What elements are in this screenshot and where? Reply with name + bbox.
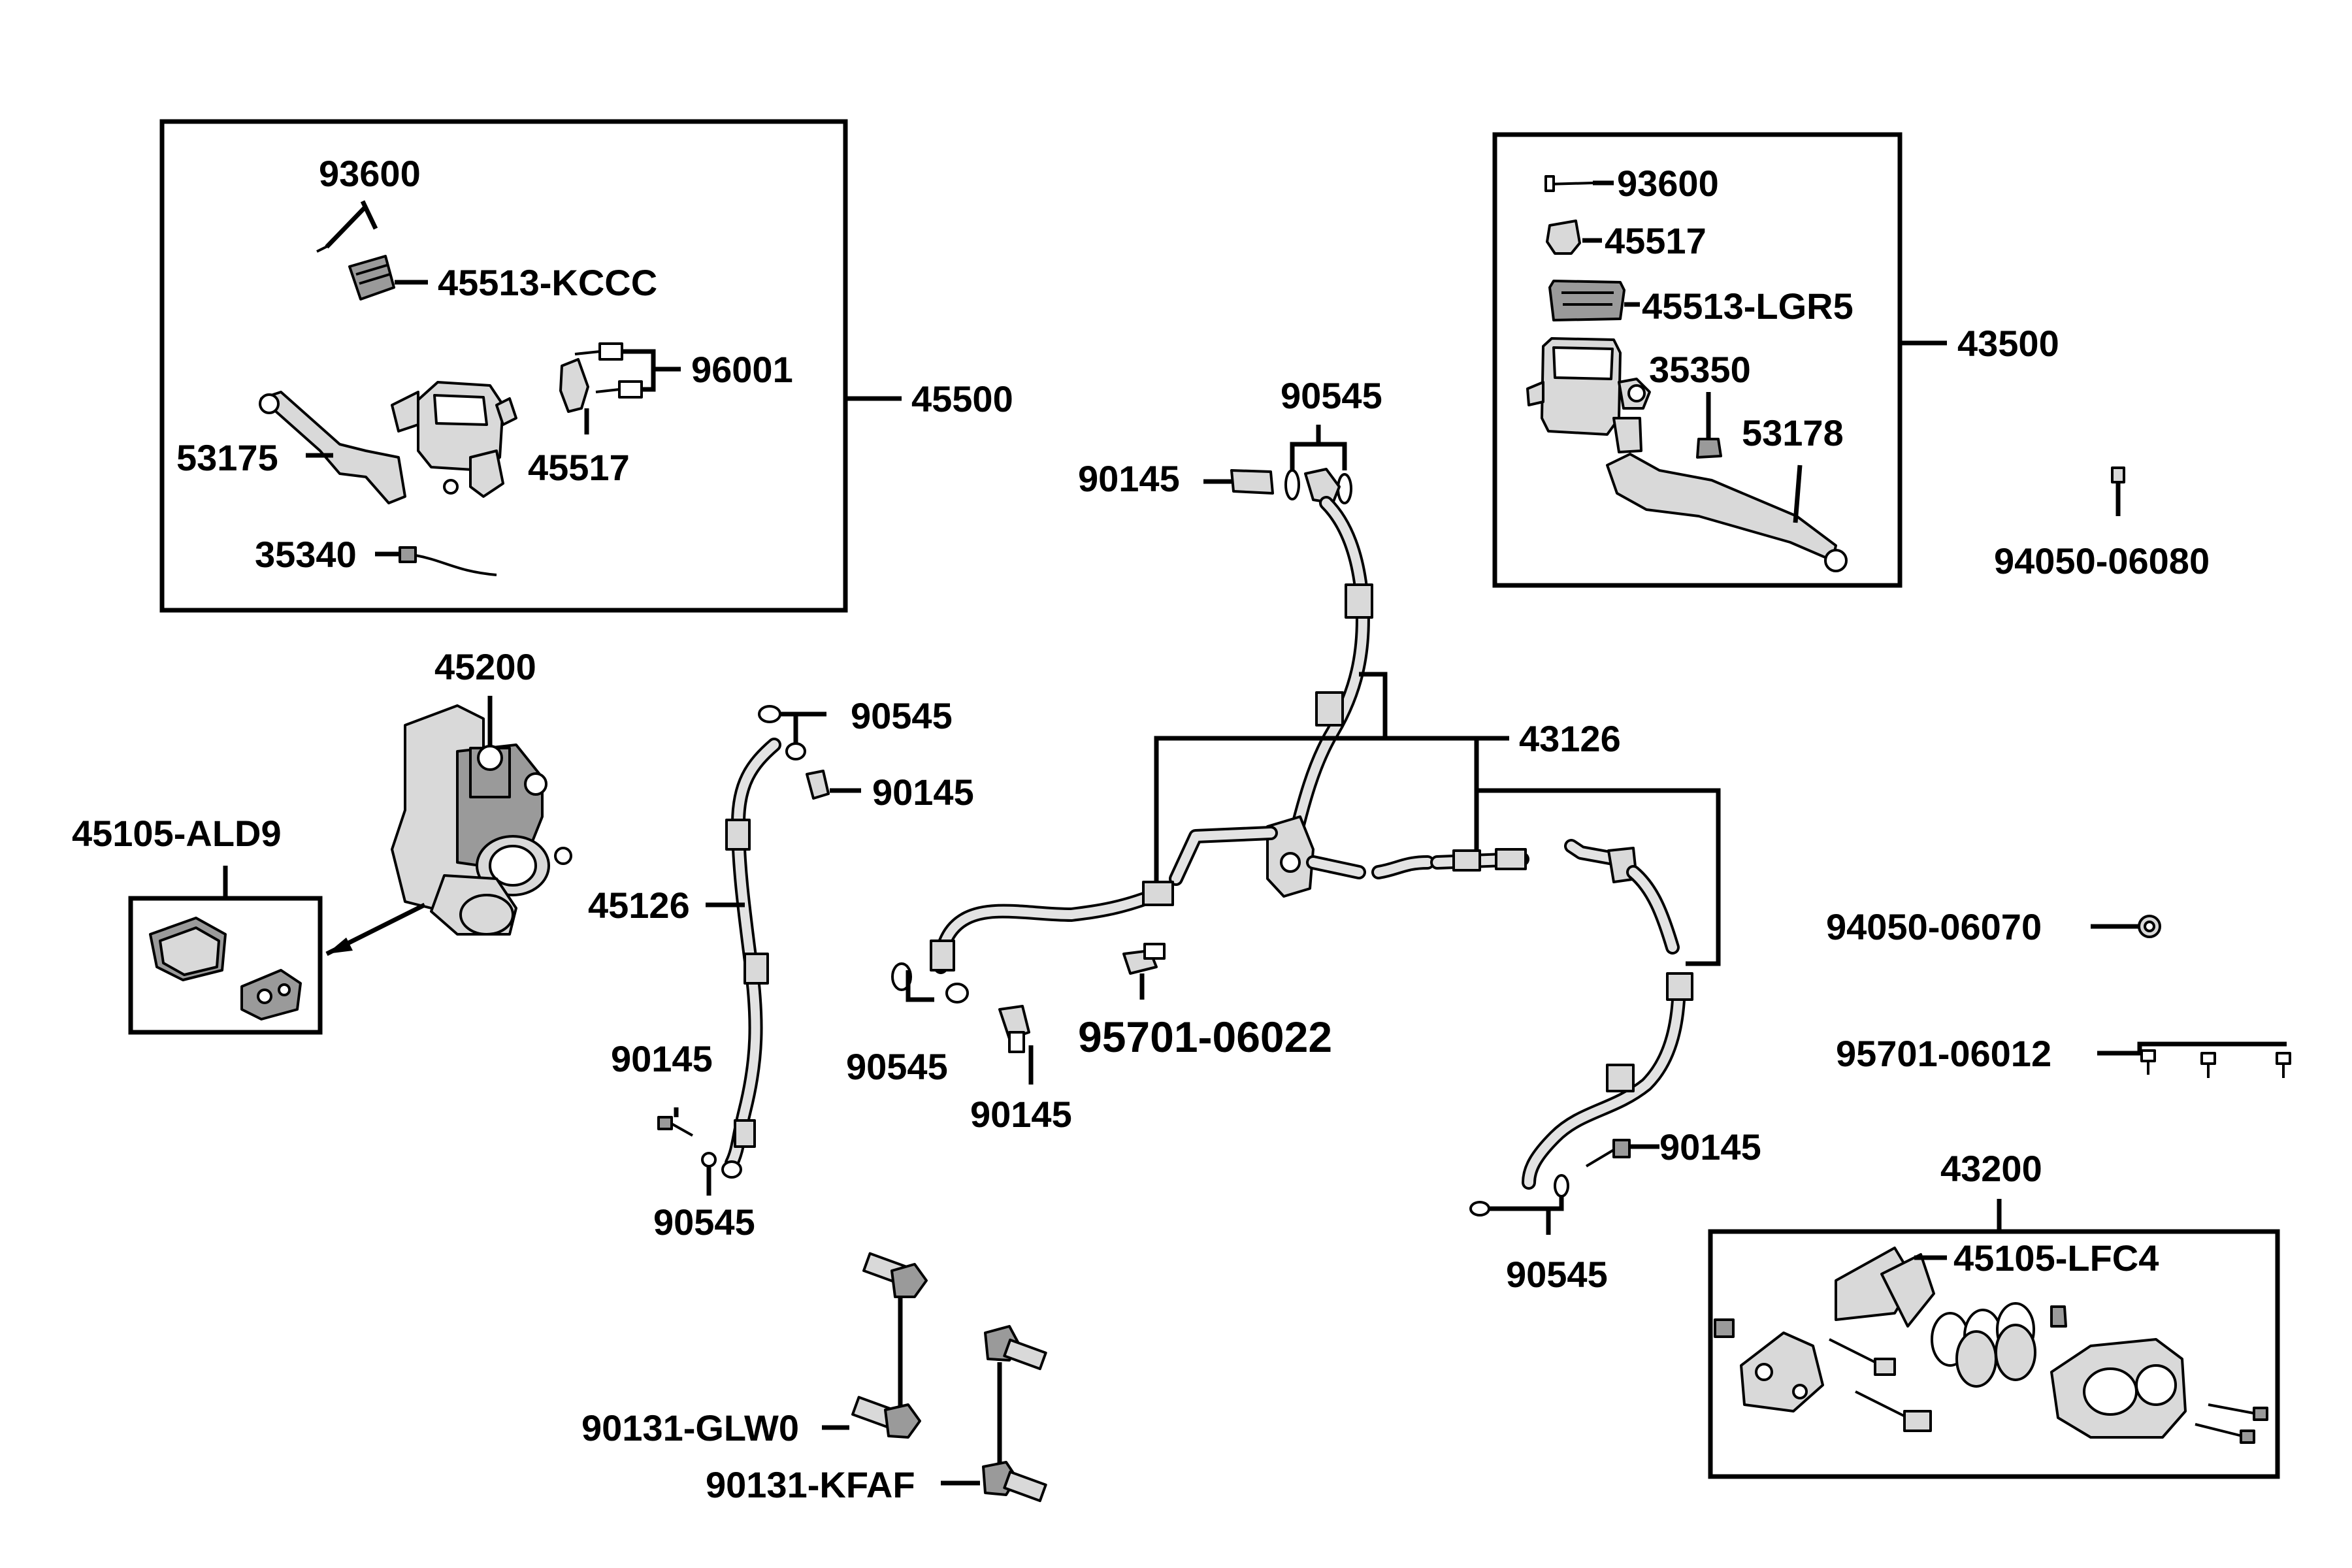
label-96001: 96001 [691,349,793,390]
label-90145-top: 90145 [1078,458,1180,499]
kit-box-43500 [1492,132,1903,588]
hose-junction-43126: 43126 [930,672,1721,1190]
reservoir-cap-45513-lgr5 [1548,280,1640,321]
label-90545-lh: 90545 [851,695,953,736]
rear-caliper-kit-43200: 43200 45105-LFC4 [1708,1148,2280,1479]
label-90131-glw0: 90131-GLW0 [581,1407,799,1448]
label-90545-lh-bot: 90545 [653,1201,755,1243]
right-master-cylinder-kit: 93600 45517 45513-LGR5 35350 53178 43500 [1492,132,2059,588]
bolts-96001 [574,342,681,399]
label-45105-ald9: 45105-ALD9 [72,813,282,854]
master-cylinder-right [1526,337,1651,453]
bolt-94050-06080: 94050-06080 [1994,466,2210,581]
brake-pads-45105-ald9: 45105-ALD9 [72,813,323,1035]
mid-banjo-bolts: 90545 90145 [846,962,1072,1135]
brake-lever-53175 [259,391,406,504]
label-53178: 53178 [1742,412,1844,453]
label-45105-lfc4: 45105-LFC4 [1953,1237,2159,1279]
bolt-95701-06022: 95701-06022 [1078,943,1332,1061]
label-45513-kccc: 45513-KCCC [438,262,657,303]
brake-lever-53178 [1606,453,1848,572]
screw-93600-right [1544,175,1614,192]
label-43200: 43200 [1940,1148,2042,1189]
label-90545-mid: 90545 [846,1046,948,1087]
label-45517-left: 45517 [528,447,630,488]
label-45517-right: 45517 [1605,220,1707,261]
label-45500: 45500 [911,378,1013,419]
bolt-90131-kfaf: 90131-KFAF [706,1325,1047,1505]
left-brake-hose-45126: 90545 90145 45126 90145 90545 [588,695,974,1243]
bolts-95701-06012: 95701-06012 [1836,1033,2291,1078]
label-94050-06070: 94050-06070 [1826,906,2042,947]
upper-brake-hose: 90545 90145 [1078,375,1382,850]
label-43126: 43126 [1519,718,1621,759]
label-53175: 53175 [176,437,278,478]
label-43500: 43500 [1957,323,2059,364]
label-95701-06022: 95701-06022 [1078,1013,1332,1061]
label-35350: 35350 [1649,349,1751,390]
kit-box-45500 [159,119,848,613]
left-master-cylinder-kit: 93600 45513-KCCC 96001 53175 45517 35340… [159,119,1013,613]
label-90131-kfaf: 90131-KFAF [706,1464,915,1505]
switch-cable-35340 [375,546,497,576]
brake-switch-45517-right [1546,220,1602,255]
right-banjo-bolts: 90145 90545 [1469,1126,1761,1295]
label-90545-right: 90545 [1506,1254,1608,1295]
label-90145-lh-bot: 90145 [611,1038,713,1079]
nut-94050-06070: 94050-06070 [1826,906,2161,947]
label-45126: 45126 [588,885,690,926]
label-94050-06080: 94050-06080 [1994,540,2210,581]
front-caliper-45200: 45200 [325,646,572,956]
brake-switch-35350 [1696,392,1722,459]
label-93600-right: 93600 [1617,163,1719,204]
brake-switch-45517-left [559,358,589,434]
label-90545-top: 90545 [1281,375,1382,416]
kit-box-43200 [1708,1229,2280,1479]
label-90145-mid: 90145 [970,1094,1072,1135]
reservoir-cap-45513-kccc [348,255,395,301]
label-93600-left: 93600 [319,153,421,194]
label-45513-lgr5: 45513-LGR5 [1642,286,1854,327]
label-90145-right: 90145 [1659,1126,1761,1168]
label-35340: 35340 [255,534,357,575]
label-45200: 45200 [434,646,536,687]
label-90145-lh: 90145 [872,772,974,813]
label-95701-06012: 95701-06012 [1836,1033,2051,1074]
screw-93600-left [316,200,378,253]
bolt-90131-glw0: 90131-GLW0 [581,1252,928,1448]
master-cylinder-left [391,381,517,498]
